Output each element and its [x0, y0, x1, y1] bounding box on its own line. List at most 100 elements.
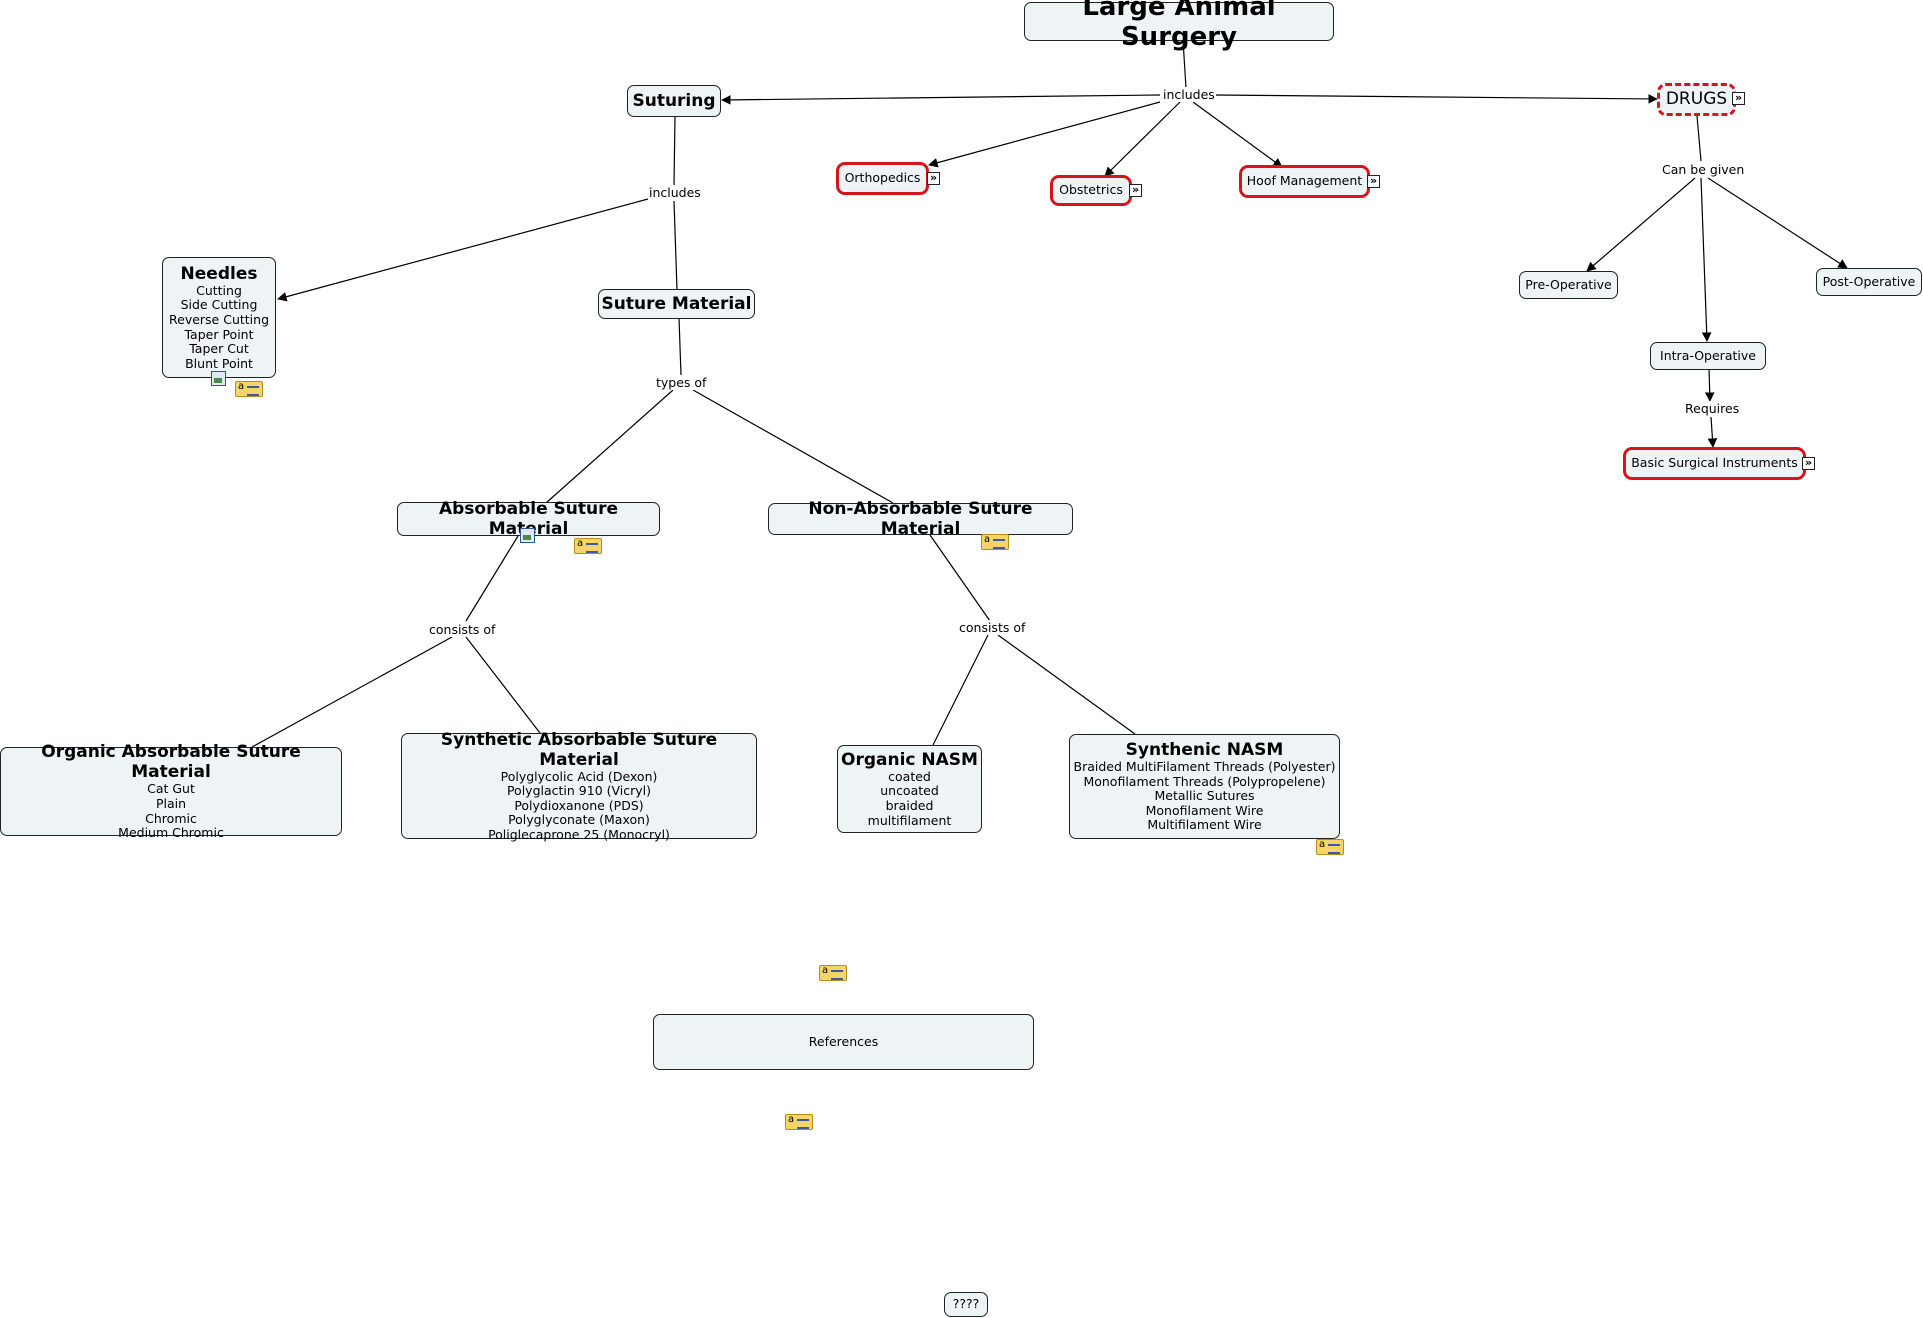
node-absorbable-suture-material[interactable]: Absorbable Suture Material	[397, 499, 660, 539]
note-icon[interactable]: a	[785, 1114, 813, 1130]
node-unknown[interactable]: ????	[944, 1292, 988, 1317]
node-title: Organic NASM	[841, 749, 978, 770]
node-item: coated	[888, 768, 931, 784]
node-organic-nasm[interactable]: Organic NASM coated uncoated braided mul…	[837, 745, 982, 833]
node-synthenic-nasm[interactable]: Synthenic NASM Braided MultiFilament Thr…	[1069, 734, 1340, 839]
node-title: Suturing	[632, 91, 716, 111]
node-item: Plain	[155, 795, 187, 811]
link-arrow-icon[interactable]: »	[1367, 175, 1380, 188]
label-includes-top: includes	[1162, 87, 1216, 102]
node-title: Suture Material	[601, 294, 752, 314]
node-obstetrics[interactable]: Obstetrics	[1050, 175, 1132, 206]
node-title: Synthenic NASM	[1125, 740, 1284, 761]
note-icon[interactable]: a	[819, 965, 847, 981]
edge-includes-orthopedics	[928, 101, 1161, 168]
node-item: multifilament	[867, 812, 952, 828]
node-title: References	[808, 1033, 879, 1049]
node-item: Monofilament Threads (Polypropelene)	[1083, 773, 1326, 789]
node-item: Poliglecaprone 25 (Monocryl)	[488, 826, 670, 842]
node-item: Multifilament Wire	[1147, 817, 1262, 833]
node-item: Metallic Sutures	[1154, 788, 1255, 804]
node-intra-operative[interactable]: Intra-Operative	[1650, 342, 1766, 370]
edge-types-absorbable	[545, 389, 674, 504]
node-suturing[interactable]: Suturing	[627, 85, 721, 117]
node-item: Taper Point	[184, 326, 254, 342]
edge-types-nonabsorbable	[692, 389, 894, 504]
node-item: Polyglyconate (Maxon)	[508, 812, 650, 828]
edge-absorbable-consists	[465, 535, 519, 622]
note-icon[interactable]: a	[574, 538, 602, 554]
label-can-be-given: Can be given	[1661, 162, 1746, 177]
node-title: Obstetrics	[1059, 182, 1123, 198]
note-icon[interactable]: a	[1316, 839, 1344, 855]
edge-consists-synthetic-abs	[465, 636, 541, 734]
label-consists-abs: consists of	[428, 622, 497, 637]
node-basic-surgical-instruments[interactable]: Basic Surgical Instruments	[1623, 447, 1806, 480]
node-hoof-management[interactable]: Hoof Management	[1239, 165, 1370, 198]
image-icon[interactable]	[211, 371, 226, 386]
edge-includes-drugs	[1214, 94, 1658, 104]
edge-requires-instruments	[1707, 416, 1718, 448]
edge-includes-suture-material	[673, 200, 678, 291]
edge-given-post-op	[1707, 177, 1848, 269]
node-title: Pre-Operative	[1525, 276, 1612, 292]
node-item: Reverse Cutting	[169, 311, 269, 327]
node-item: Medium Chromic	[118, 825, 224, 841]
node-title: Needles	[180, 263, 258, 284]
node-item: Cutting	[196, 282, 242, 298]
edge-includes-suturing	[721, 94, 1161, 105]
node-suture-material[interactable]: Suture Material	[598, 289, 755, 319]
node-item: Cat Gut	[147, 781, 195, 797]
node-title: ????	[952, 1296, 980, 1312]
edge-includes-obstetrics	[1104, 101, 1181, 177]
node-pre-operative[interactable]: Pre-Operative	[1519, 271, 1618, 299]
label-types-of: types of	[655, 375, 708, 390]
edge-suture-material-types	[678, 317, 682, 376]
node-non-absorbable-suture-material[interactable]: Non-Absorbable Suture Material	[768, 499, 1073, 539]
node-title: Hoof Management	[1246, 173, 1363, 189]
node-large-animal-surgery[interactable]: Large Animal Surgery	[1024, 0, 1334, 52]
node-item: Taper Cut	[189, 341, 249, 357]
label-includes-suturing: includes	[648, 185, 702, 200]
node-title: Non-Absorbable Suture Material	[808, 499, 1033, 539]
node-item: Blunt Point	[185, 355, 253, 371]
edge-includes-needles	[277, 198, 649, 302]
node-needles[interactable]: Needles Cutting Side Cutting Reverse Cut…	[162, 257, 276, 378]
edge-drugs-can-be-given	[1696, 115, 1702, 162]
link-arrow-icon[interactable]: »	[1802, 457, 1815, 470]
node-synthetic-absorbable-suture-material[interactable]: Synthetic Absorbable Suture Material Pol…	[401, 729, 757, 841]
node-title: Post-Operative	[1822, 273, 1916, 289]
label-requires: Requires	[1684, 401, 1741, 416]
link-arrow-icon[interactable]: »	[1732, 92, 1745, 105]
node-post-operative[interactable]: Post-Operative	[1816, 268, 1922, 296]
node-item: Monofilament Wire	[1145, 802, 1264, 818]
node-title: DRUGS	[1665, 89, 1728, 110]
node-title: Basic Surgical Instruments	[1631, 455, 1798, 471]
link-arrow-icon[interactable]: »	[1129, 184, 1142, 197]
node-title: Organic Absorbable Suture Material	[41, 742, 301, 783]
node-orthopedics[interactable]: Orthopedics	[836, 162, 929, 195]
node-drugs[interactable]: DRUGS	[1657, 83, 1736, 116]
edge-includes-hoof	[1192, 101, 1283, 168]
edge-intra-op-requires	[1704, 368, 1715, 402]
edge-consists-organic-nasm	[932, 634, 989, 746]
note-icon[interactable]: a	[981, 534, 1009, 550]
node-title: Large Animal Surgery	[1082, 0, 1276, 52]
node-item: Polyglactin 910 (Vicryl)	[506, 783, 652, 799]
node-references[interactable]: References	[653, 1014, 1034, 1070]
edge-suturing-includes	[673, 116, 676, 186]
node-title: Synthetic Absorbable Suture Material	[440, 729, 718, 770]
note-icon[interactable]: a	[235, 381, 263, 397]
image-icon[interactable]	[520, 528, 535, 543]
link-arrow-icon[interactable]: »	[927, 172, 940, 185]
node-organic-absorbable-suture-material[interactable]: Organic Absorbable Suture Material Cat G…	[0, 742, 342, 840]
node-item: uncoated	[880, 783, 939, 799]
node-title: Orthopedics	[844, 170, 921, 186]
node-item: braided	[885, 798, 934, 813]
node-item: Braided MultiFilament Threads (Polyester…	[1073, 759, 1336, 775]
edge-given-intra-op	[1700, 177, 1712, 342]
edge-given-pre-op	[1586, 177, 1696, 272]
node-item: Polyglycolic Acid (Dexon)	[500, 768, 658, 784]
node-item: Polydioxanone (PDS)	[514, 797, 644, 813]
